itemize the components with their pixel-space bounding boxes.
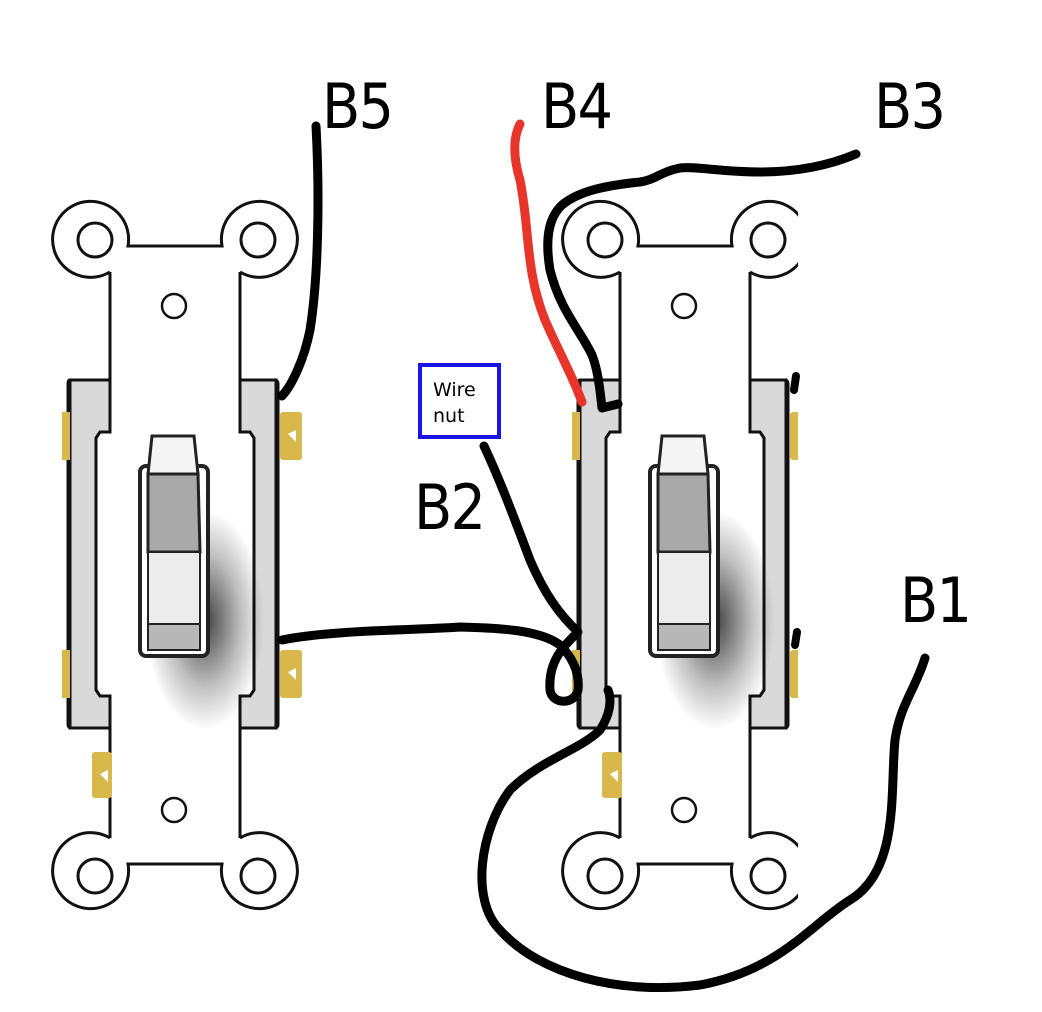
wire-stub-right-top <box>790 372 800 394</box>
wire-b1 <box>477 653 930 992</box>
wire-stub-right-bottom <box>791 628 801 649</box>
label-b2: B2 <box>414 471 486 544</box>
wire-b2 <box>277 441 583 706</box>
wire-b3 <box>543 149 861 413</box>
label-b4: B4 <box>541 70 613 143</box>
label-b3: B3 <box>874 70 946 143</box>
wire-nut-box: Wire nut <box>418 363 501 439</box>
right-switch-group <box>560 199 798 911</box>
label-b5: B5 <box>322 70 394 143</box>
label-b1: B1 <box>900 564 972 637</box>
right-switch <box>560 199 798 911</box>
wire-b5 <box>277 121 323 401</box>
wire-nut-label-line2: nut <box>433 405 465 427</box>
wire-nut-label-line1: Wire <box>433 379 476 401</box>
wire-b4-red <box>510 119 587 407</box>
left-switch <box>50 199 305 911</box>
